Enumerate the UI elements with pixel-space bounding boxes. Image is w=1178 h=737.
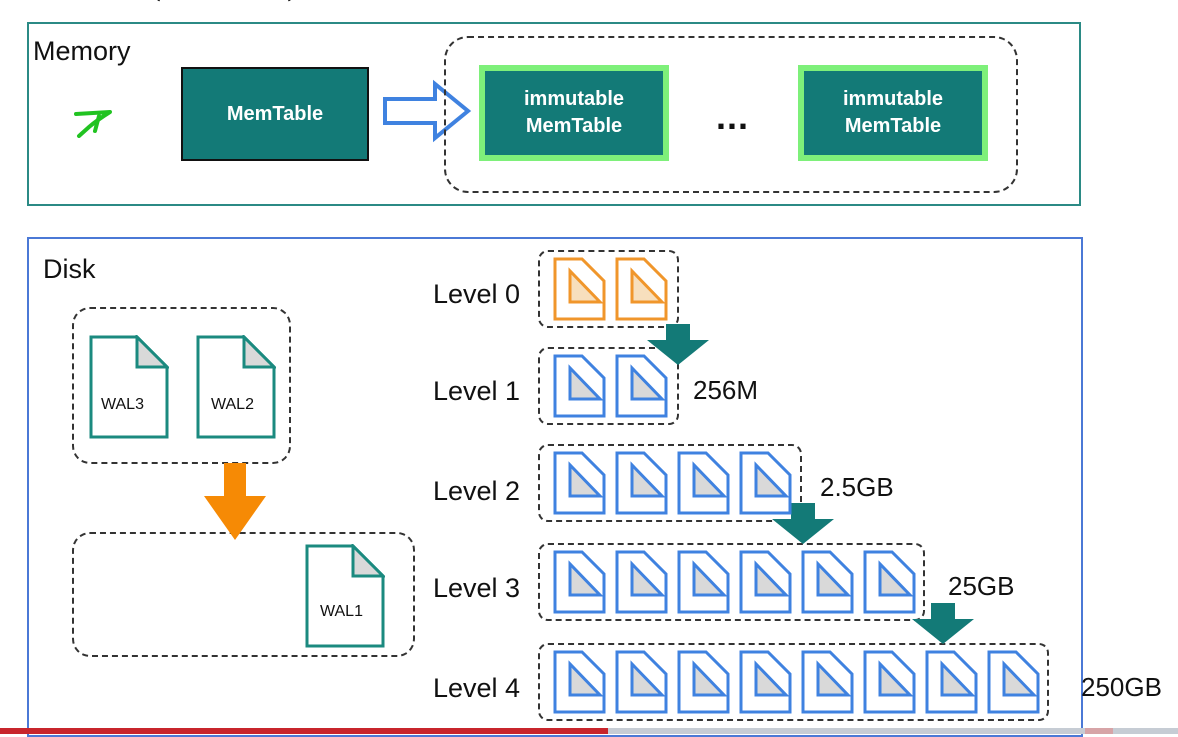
level-2-label: Level 2 — [433, 476, 521, 506]
level-4-sst-file-icon — [615, 650, 668, 714]
wal-rotation-arrow-icon — [204, 463, 266, 540]
level-3-size: 25GB — [948, 571, 1015, 601]
level-4-label: Level 4 — [433, 673, 521, 703]
top-clipped-heading — [60, 0, 330, 2]
level-0-sst-file-icon — [615, 257, 668, 321]
level-3-label: Level 3 — [433, 573, 521, 603]
level-1-sst-file-icon — [615, 354, 668, 418]
disk-title: Disk — [43, 254, 96, 284]
level-4-sst-file-icon — [863, 650, 916, 714]
wal-group-current — [72, 532, 415, 657]
footer-accent-bar — [1085, 728, 1113, 734]
level-2-size: 2.5GB — [820, 472, 894, 502]
level-2-sst-file-icon — [677, 451, 730, 515]
memtable-block: MemTable — [181, 67, 369, 161]
level-0-label: Level 0 — [433, 279, 521, 309]
level-4-group — [538, 643, 1049, 721]
immutable-label-line-1: immutable — [523, 88, 625, 110]
level-4-sst-file-icon — [987, 650, 1040, 714]
compaction-arrow-3-to-4 — [912, 603, 974, 644]
immutable-memtables-group — [444, 36, 1018, 193]
level-1-label: Level 1 — [433, 376, 521, 406]
level-0-sst-file-icon — [553, 257, 606, 321]
immutable-memtable-1: immutable MemTable — [479, 65, 669, 161]
level-1-size: 256M — [693, 375, 759, 405]
wal-group-old — [72, 307, 291, 464]
wal3-label: WAL3 — [101, 396, 144, 413]
wal1-label: WAL1 — [320, 603, 363, 620]
level-3-sst-file-icon — [863, 550, 916, 614]
level-3-sst-file-icon — [801, 550, 854, 614]
level-2-sst-file-icon — [615, 451, 668, 515]
memtable-label: MemTable — [226, 102, 324, 125]
flush-arrow-icon — [383, 79, 472, 143]
level-3-sst-file-icon — [677, 550, 730, 614]
level-3-sst-file-icon — [615, 550, 668, 614]
immutable-label-line-2: MemTable — [844, 115, 942, 137]
footer-red-bar — [0, 728, 608, 734]
level-3-group — [538, 543, 925, 621]
level-4-sst-file-icon — [739, 650, 792, 714]
footer-gray-bar — [608, 728, 1178, 734]
ellipsis-text: ... — [716, 96, 750, 137]
compaction-arrow-2-to-3 — [772, 503, 834, 544]
immutable-memtable-2: immutable MemTable — [798, 65, 988, 161]
wal2-label: WAL2 — [211, 396, 254, 413]
level-4-sst-file-icon — [553, 650, 606, 714]
wal1-file-icon — [305, 544, 385, 648]
compaction-arrow-0-to-1 — [647, 324, 709, 365]
level-4-sst-file-icon — [677, 650, 730, 714]
level-2-sst-file-icon — [553, 451, 606, 515]
immutable-label-line-2: MemTable — [525, 115, 623, 137]
memory-title: Memory — [33, 36, 131, 66]
memory-section — [27, 22, 1081, 206]
immutable-label-line-1: immutable — [842, 88, 944, 110]
level-3-sst-file-icon — [739, 550, 792, 614]
level-3-sst-file-icon — [553, 550, 606, 614]
level-2-group — [538, 444, 802, 522]
level-1-sst-file-icon — [553, 354, 606, 418]
wal2-file-icon — [196, 335, 276, 439]
level-4-sst-file-icon — [925, 650, 978, 714]
green-scribble-icon — [74, 110, 112, 138]
level-4-sst-file-icon — [801, 650, 854, 714]
level-0-group — [538, 250, 679, 328]
wal3-file-icon — [89, 335, 169, 439]
level-2-sst-file-icon — [739, 451, 792, 515]
level-1-group — [538, 347, 679, 425]
level-4-size: 250GB — [1081, 672, 1162, 702]
